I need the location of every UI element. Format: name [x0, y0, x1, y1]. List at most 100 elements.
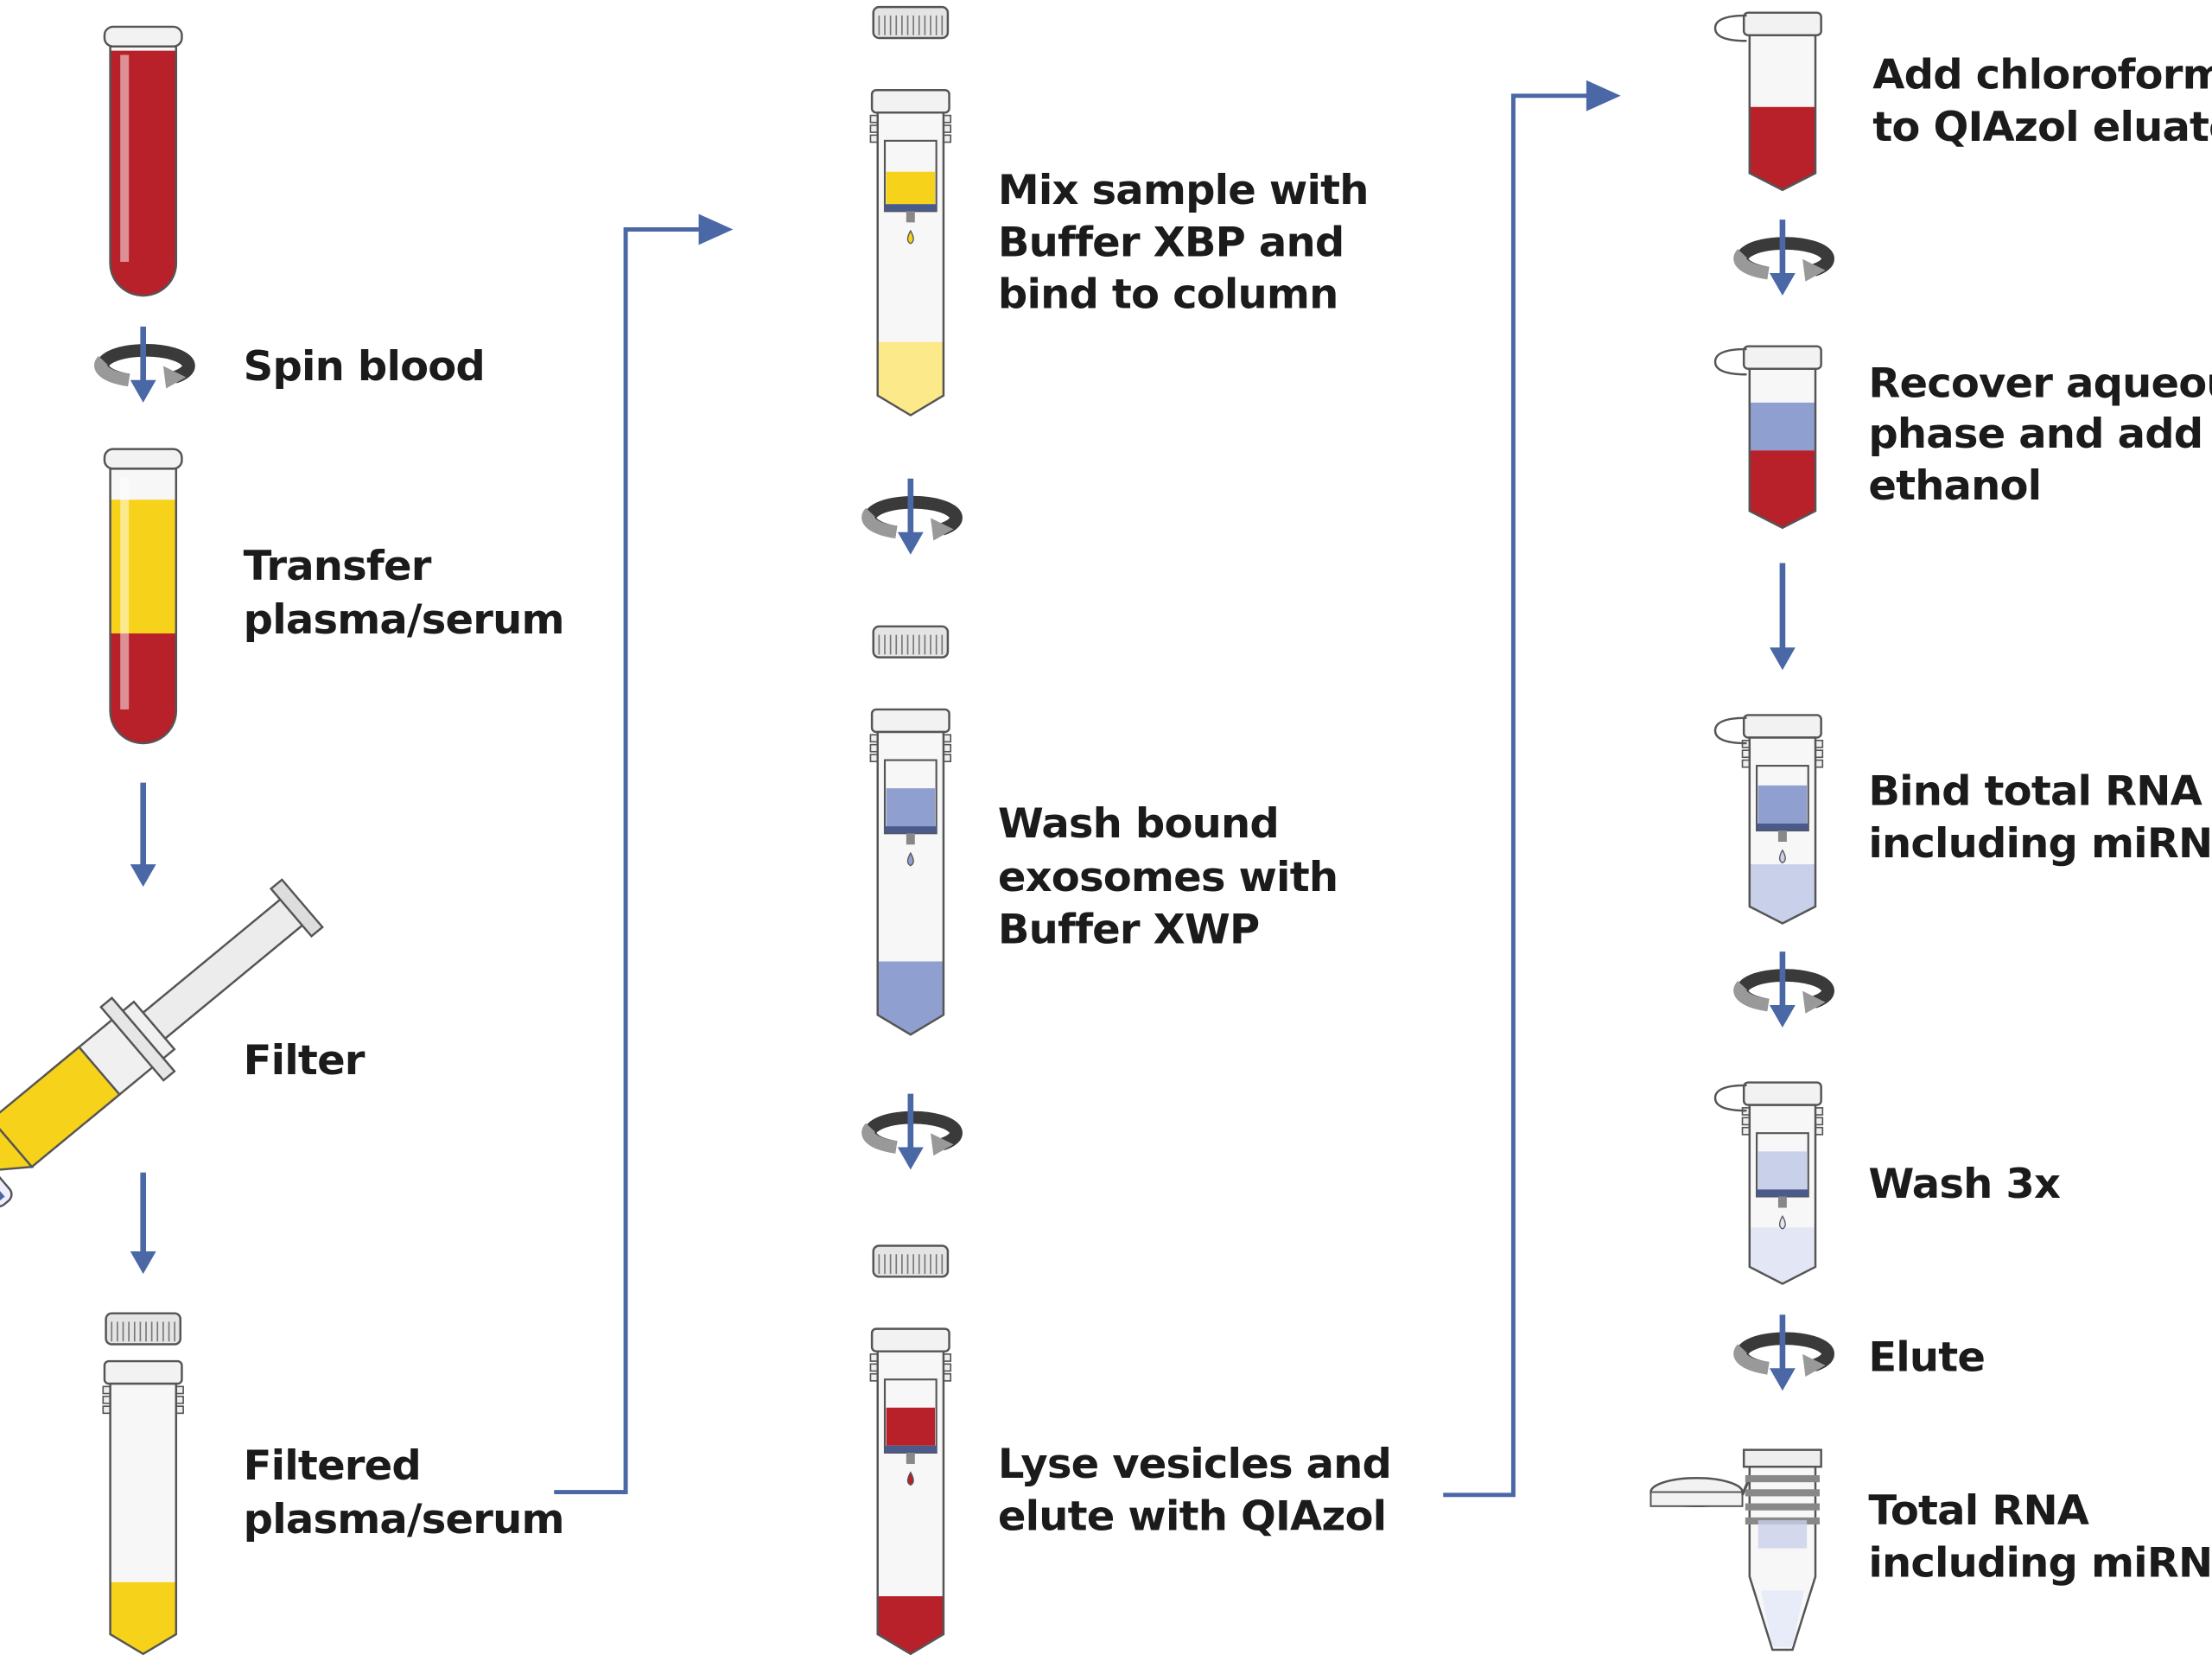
syringe-plunger-head [269, 878, 324, 939]
liquid-layer [877, 341, 944, 416]
liquid-layer [1749, 1227, 1816, 1284]
label-spin-blood: Spin blood [244, 343, 485, 391]
tube-rim [1742, 1448, 1822, 1468]
drop-icon [1778, 1214, 1786, 1230]
tube-rim [103, 1359, 183, 1385]
arrow-head [1770, 1368, 1796, 1391]
tube-graduation [1745, 1474, 1820, 1483]
liquid-layer [1749, 864, 1816, 924]
cap-body [872, 625, 950, 659]
column-liquid [886, 1407, 935, 1446]
arrow-head [1770, 647, 1796, 671]
conical-tube-icon [1713, 11, 1822, 192]
tube-outline [876, 111, 945, 417]
tube-cap-icon [872, 1244, 950, 1278]
tube-outline [109, 468, 178, 745]
tube-outline [1748, 736, 1817, 925]
label-transfer-plasma-line2: plasma/serum [244, 596, 564, 644]
conical-tube-icon [1713, 345, 1822, 530]
column-tip [1777, 830, 1787, 843]
syringe-filter-disc [0, 1133, 13, 1208]
tube-rim [103, 25, 183, 48]
label-transfer-plasma-line1: Transfer [244, 543, 432, 590]
open-lid-side [1649, 1491, 1744, 1507]
arrow-head [1770, 272, 1796, 296]
column-liquid [1758, 1151, 1808, 1190]
column-membrane [1757, 823, 1808, 830]
microcentrifuge-tube-icon [1649, 1448, 1822, 1651]
liquid-layer [877, 961, 944, 1035]
column-membrane [885, 204, 937, 212]
label-mix-sample-line1: Mix sample with [998, 168, 1369, 215]
syringe-tip [0, 1117, 35, 1172]
connector-line [1443, 93, 1592, 1498]
connector-arrow-2-to-3 [1443, 80, 1621, 1498]
connector-arrowhead [1586, 80, 1621, 111]
column-liquid [886, 788, 935, 827]
arrow-head [130, 1251, 156, 1275]
label-recover-aqueous-line3: ethanol [1868, 463, 2041, 511]
tube-rim [1742, 345, 1822, 370]
tube-cap-icon [105, 1312, 182, 1346]
tube-lid-hinge [1713, 14, 1747, 42]
centrifuge-spin-icon [1733, 969, 1834, 1014]
syringe-filter-icon [0, 878, 324, 1208]
label-mix-sample-line3: bind to column [998, 271, 1338, 319]
label-wash-3x: Wash 3x [1868, 1161, 2060, 1208]
arrow-down-icon [1770, 563, 1796, 671]
tube-outline [109, 45, 178, 297]
label-bind-rna-line1: Bind total RNA [1868, 768, 2202, 816]
arrow-head [130, 864, 156, 888]
column-membrane [885, 826, 937, 834]
label-add-chloroform-line2: to QIAzol eluate [1872, 104, 2212, 151]
centrifuge-spin-icon [1733, 1332, 1834, 1377]
arrow-down-icon [130, 1172, 156, 1275]
liquid-layer [1749, 106, 1816, 190]
spin-arrowhead [931, 518, 954, 541]
spin-arrow-icon [1770, 220, 1796, 296]
spin-ring-front [861, 1123, 898, 1154]
tube-outline [109, 1382, 178, 1656]
drop-icon [906, 1471, 914, 1486]
liquid-layer [110, 1581, 176, 1654]
cap-body [105, 1312, 182, 1346]
tube-lid-hinge [1713, 1084, 1747, 1112]
spin-ring-front [1733, 981, 1770, 1012]
connector-arrow-1-to-2 [554, 213, 734, 1494]
spin-ring-front [1733, 249, 1770, 280]
column-liquid [1758, 1520, 1808, 1549]
drop-icon [906, 851, 914, 867]
spin-ring-front [861, 507, 898, 538]
label-total-rna-line1: Total RNA [1868, 1487, 2089, 1535]
arrow-down-icon [130, 782, 156, 888]
spin-column-tube-icon [869, 89, 952, 417]
tube-cap-icon [872, 5, 950, 40]
label-mix-sample-line2: Buffer XBP and [998, 220, 1344, 267]
tube-outline [1748, 34, 1817, 192]
tube-rim [870, 89, 950, 114]
spin-arrowhead [1802, 1353, 1826, 1377]
label-wash-bound-line1: Wash bound [998, 801, 1279, 849]
column-membrane [885, 1445, 937, 1453]
tube-rim [1742, 11, 1822, 36]
spin-arrow-icon [897, 478, 924, 555]
column-tip [906, 211, 915, 223]
spin-ring-front [1733, 1344, 1770, 1375]
liquid-layer [877, 1596, 944, 1654]
centrifuge-spin-icon [94, 344, 195, 389]
cap-body [872, 5, 950, 40]
liquid-layer [110, 50, 176, 296]
centrifuge-spin-icon [861, 1111, 963, 1156]
tube-highlight [120, 54, 130, 262]
column-liquid [886, 171, 935, 205]
round-bottom-tube-icon [103, 448, 183, 745]
arrow-head [897, 1147, 924, 1170]
conical-tube-icon [102, 1359, 184, 1656]
centrifuge-spin-icon [1733, 237, 1834, 282]
tube-outline [876, 730, 945, 1036]
arrow-head [130, 379, 156, 403]
tube-graduation [1745, 1489, 1820, 1497]
spin-arrow-icon [1770, 1314, 1796, 1391]
label-total-rna-line2: including miRNAs [1868, 1540, 2212, 1588]
